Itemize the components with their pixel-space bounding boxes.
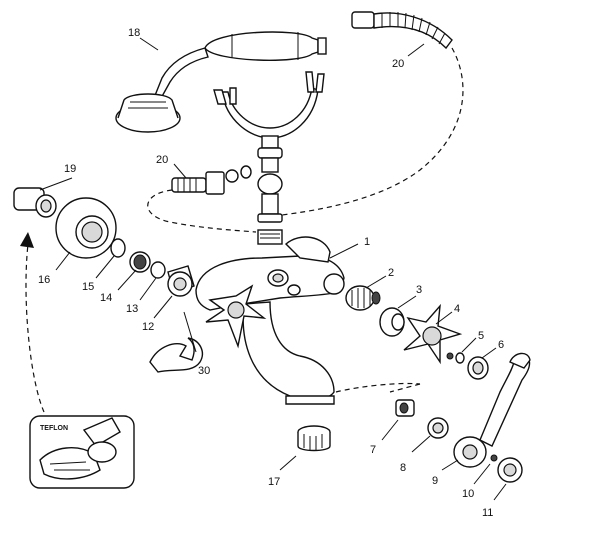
callout-2: 2 [388, 267, 394, 279]
leader-lines [39, 37, 507, 501]
lever-handle [453, 352, 531, 468]
callout-labels: 18 20 19 20 16 15 14 13 12 30 1 2 3 4 5 … [38, 27, 504, 519]
callout-20-hose: 20 [392, 58, 404, 70]
callout-15: 15 [82, 281, 94, 293]
callout-16: 16 [38, 274, 50, 286]
callout-17: 17 [268, 476, 280, 488]
mixer-body [195, 236, 345, 405]
left-parts [13, 165, 257, 297]
spanner-tool [149, 337, 204, 373]
callout-4: 4 [454, 303, 460, 315]
hot-cross-handle [205, 284, 267, 349]
hose-fitting-lower [171, 165, 252, 195]
callout-9: 9 [432, 475, 438, 487]
hand-shower [115, 31, 327, 133]
callout-7: 7 [370, 444, 376, 456]
callout-19: 19 [64, 163, 76, 175]
lever-valve-parts [335, 352, 531, 483]
callout-10: 10 [462, 488, 474, 500]
callout-12: 12 [142, 321, 154, 333]
callout-13: 13 [126, 303, 138, 315]
callout-30: 30 [198, 365, 210, 377]
callout-8: 8 [400, 462, 406, 474]
teflon-label: TEFLON [40, 425, 68, 432]
right-parts [345, 285, 489, 380]
callout-14: 14 [100, 292, 112, 304]
callout-6: 6 [498, 339, 504, 351]
cold-cross-handle [403, 303, 463, 365]
callout-11: 11 [482, 507, 493, 519]
teflon-inset: TEFLON [20, 232, 135, 489]
aerator [297, 425, 331, 452]
callout-3: 3 [416, 284, 422, 296]
callout-5: 5 [478, 330, 484, 342]
shower-cradle [213, 71, 325, 245]
callout-20-fitting: 20 [156, 154, 168, 166]
shower-hose [281, 11, 464, 216]
callout-18: 18 [128, 27, 140, 39]
callout-1: 1 [364, 236, 370, 248]
